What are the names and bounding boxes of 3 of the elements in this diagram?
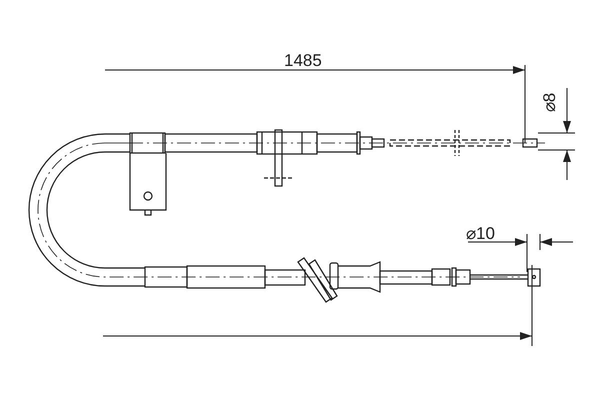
dimension-label: 1485 xyxy=(284,52,322,69)
dimension-label: ⌀10 xyxy=(466,225,495,242)
dimension-label: ⌀8 xyxy=(541,92,558,112)
